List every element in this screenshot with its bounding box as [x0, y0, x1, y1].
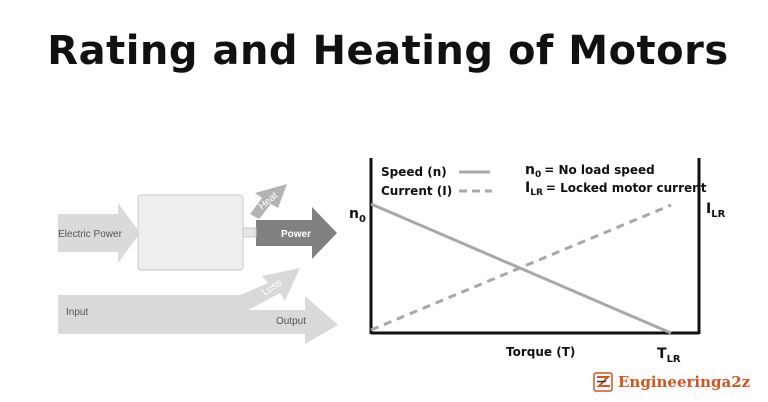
tlr-axis-label: TLR	[657, 346, 681, 365]
motor-body	[137, 194, 244, 271]
legend-current-label: Current (I)	[381, 184, 452, 198]
legend-locked-current-definition: ILR= Locked motor current	[525, 180, 707, 198]
brand-logo-text: Engineeringa2z	[618, 373, 751, 391]
page-title: Rating and Heating of Motors	[0, 28, 768, 74]
n0-axis-label: n0	[349, 206, 366, 225]
output-label: Output	[276, 316, 306, 327]
motor-diagram: Electric Power Heat Power Input Loss Out…	[58, 184, 338, 344]
brand-logo: Engineeringa2z	[593, 372, 751, 392]
input-label: Input	[66, 307, 88, 318]
speed-series-line	[370, 202, 672, 335]
legend-no-load-definition: n0= No load speed	[525, 162, 655, 180]
heat-arrow	[250, 184, 287, 219]
electric-power-arrow	[58, 203, 140, 263]
brand-logo-mark	[593, 372, 613, 392]
electric-power-label: Electric Power	[58, 229, 123, 240]
page-title-text: Rating and Heating of Motors	[47, 28, 729, 74]
power-label: Power	[281, 229, 311, 240]
input-output-arrow	[58, 268, 338, 344]
chart-legend: Speed (n) Current (I) n0= No load speed …	[381, 162, 707, 198]
torque-chart: n0 ILR TLR Torque (T) Speed (n) Current …	[349, 158, 726, 365]
power-arrow	[256, 207, 337, 259]
current-series-line	[370, 203, 672, 332]
x-axis-label: Torque (T)	[506, 345, 575, 359]
ilr-axis-label: ILR	[706, 201, 726, 220]
motor-shaft	[242, 227, 257, 238]
legend-speed-label: Speed (n)	[381, 165, 447, 179]
